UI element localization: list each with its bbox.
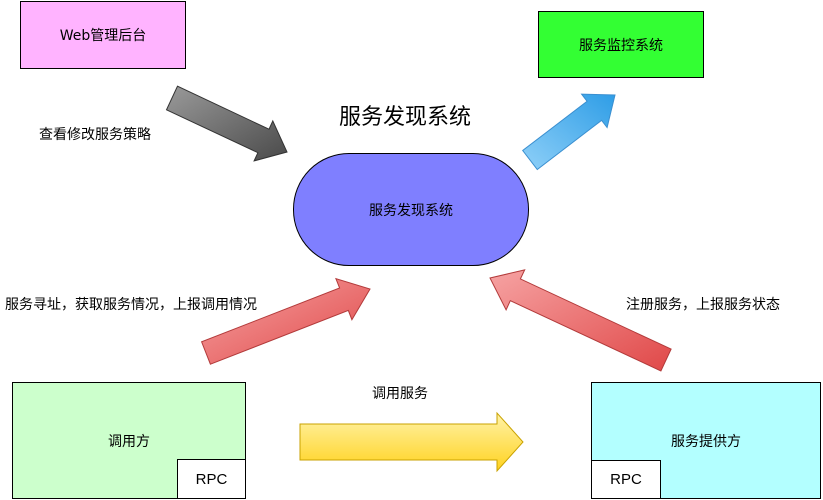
provider-label: 服务提供方 <box>671 433 741 450</box>
caller-to-provider-arrow <box>299 411 524 473</box>
discovery-label: 服务发现系统 <box>369 202 453 219</box>
provider-rpc-label: RPC <box>610 471 642 488</box>
provider-to-discovery-arrow <box>489 269 672 372</box>
admin-edge-label: 查看修改服务策略 <box>39 127 151 143</box>
discovery-node: 服务发现系统 <box>293 153 529 266</box>
monitor-node: 服务监控系统 <box>538 11 704 78</box>
caller-edge-label: 服务寻址，获取服务情况，上报调用情况 <box>5 297 257 313</box>
diagram-title: 服务发现系统 <box>339 105 472 130</box>
call-edge-label: 调用服务 <box>372 386 428 402</box>
admin-to-discovery-arrow <box>165 85 288 162</box>
caller-rpc-label: RPC <box>195 470 228 488</box>
provider-node: 服务提供方 RPC <box>591 382 821 499</box>
caller-to-discovery-arrow <box>200 277 371 365</box>
provider-rpc-box: RPC <box>591 460 661 499</box>
caller-rpc-box: RPC <box>177 459 246 499</box>
web-admin-label: Web管理后台 <box>59 28 147 44</box>
web-admin-node: Web管理后台 <box>20 1 186 69</box>
caller-node: 调用方 RPC <box>12 382 246 499</box>
caller-label: 调用方 <box>108 433 150 450</box>
provider-edge-label: 注册服务，上报服务状态 <box>626 297 780 313</box>
monitor-label: 服务监控系统 <box>579 37 663 54</box>
discovery-to-monitor-arrow <box>521 93 616 171</box>
